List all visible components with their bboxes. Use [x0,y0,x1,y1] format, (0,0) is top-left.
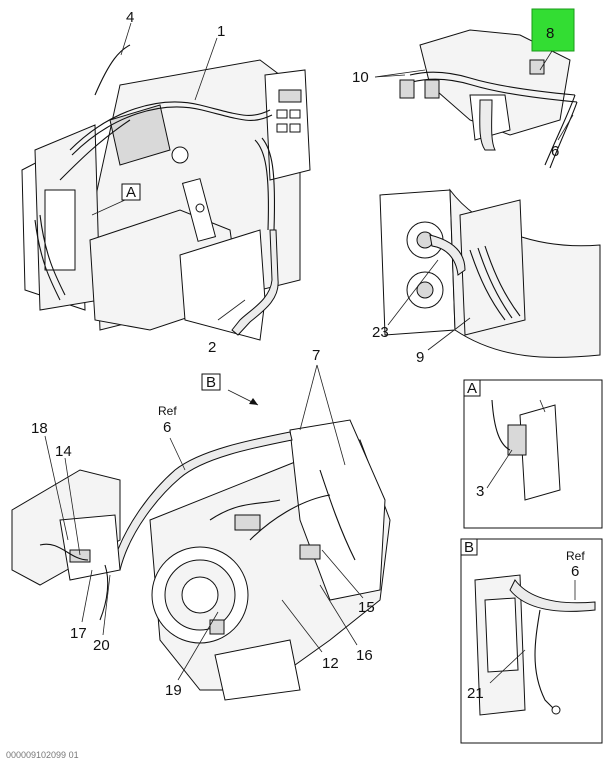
inset-b-label: B [464,539,474,556]
callout-10: 10 [352,69,369,86]
callout-6-top: 6 [551,143,559,160]
inset-a-tag [463,379,481,397]
view-b-marker [201,373,221,391]
callout-23: 23 [372,324,389,341]
bulkhead-connector-assembly [379,188,601,358]
view-a-marker [121,183,141,201]
callout-8: 8 [546,25,554,42]
footer-id: 000009102099 01 [6,750,79,760]
callout-6-ref-inset: 6 [571,563,579,580]
callout-7: 7 [312,347,320,364]
callout-2: 2 [208,339,216,356]
callout-1: 1 [217,23,225,40]
callout-16: 16 [356,647,373,664]
callout-6-ref-middle: 6 [163,419,171,436]
callout-15: 15 [358,599,375,616]
callout-21: 21 [467,685,484,702]
callout-9: 9 [416,349,424,366]
main-wiring-assembly [21,44,311,341]
view-a-label: A [126,184,136,201]
callout-20: 20 [93,637,110,654]
callout-12: 12 [322,655,339,672]
inset-a-label: A [467,380,477,397]
callout-19: 19 [165,682,182,699]
callout-17: 17 [70,625,87,642]
transmission-assembly [111,419,391,701]
inset-a-connector [491,399,561,501]
callout-3: 3 [476,483,484,500]
inset-b-hose-route [474,574,596,716]
view-b-label: B [206,374,216,391]
ref-label-inset: Ref [566,549,585,563]
highlight-box-8 [531,8,575,52]
top-right-harness-assembly [399,29,578,169]
inset-b-tag [460,538,478,556]
callout-4: 4 [126,9,134,26]
callout-18: 18 [31,420,48,437]
bracket-connector-assembly [11,469,121,621]
callout-14: 14 [55,443,72,460]
ref-label-middle: Ref [158,404,177,418]
